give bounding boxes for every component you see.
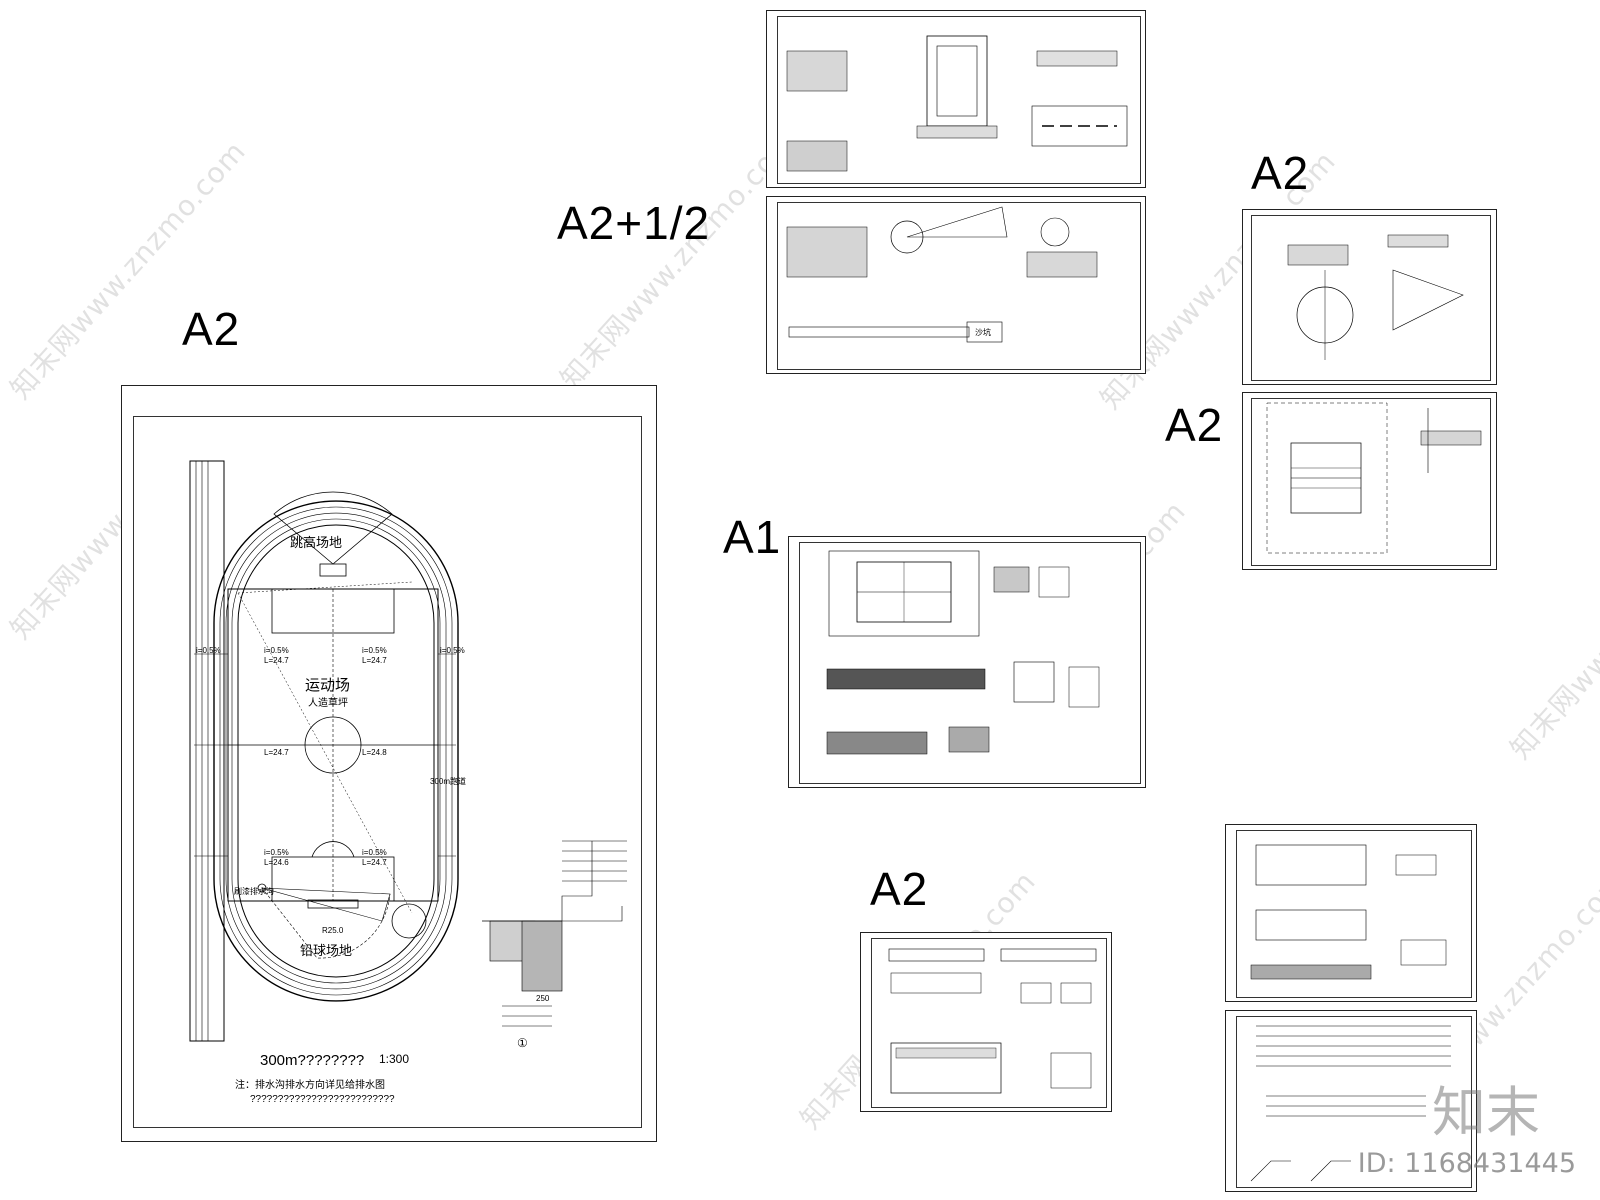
- detail-sheet: [1242, 392, 1497, 570]
- sheet-inner-frame: [1236, 830, 1472, 998]
- slope-label: i=0.5%: [264, 848, 289, 857]
- detail-sheet: [1225, 1010, 1477, 1192]
- sheet-size-label: A1: [723, 511, 782, 563]
- field-sublabel: 人造草坪: [308, 698, 348, 709]
- slope-label: i=0.5%: [264, 646, 289, 655]
- plan-title: 300m????????: [260, 1052, 365, 1069]
- radius-label: R25.0: [322, 926, 344, 935]
- sheet-size-label: A2: [870, 863, 929, 915]
- length-label: L=24.7: [264, 656, 289, 665]
- detail-sheet: [860, 932, 1112, 1112]
- high-jump-label: 跳高场地: [290, 535, 343, 550]
- detail-drawing: [786, 35, 1128, 172]
- length-label: L=24.7: [264, 748, 289, 757]
- watermark: 知末网www.znzmo.com: [3, 134, 253, 406]
- plan-note: 注：排水沟排水方向详见给排水图: [235, 1080, 385, 1091]
- sandpit-label: 沙坑: [975, 328, 991, 337]
- detail-drawing: [1266, 402, 1482, 554]
- sheet-inner-frame: [133, 416, 642, 1128]
- plan-scale: 1:300: [379, 1052, 410, 1066]
- sheet-inner-frame: [1251, 215, 1491, 381]
- watermark: 知末网www.znzmo.com: [1503, 494, 1600, 766]
- sheet-size-label: A2: [1251, 147, 1310, 199]
- detail-dimension: 250: [536, 994, 550, 1003]
- lane-label: 300m跑道: [430, 777, 467, 786]
- track-plan-sheet: 跳高场地 运动场 人造草坪 铅球场地 R25.0 300m跑道 刷漆排水沟 i=…: [121, 385, 657, 1142]
- slope-label: i=0.5%: [362, 646, 387, 655]
- shot-put-label: 铅球场地: [300, 943, 353, 958]
- brand-id: ID: 1168431445: [1357, 1148, 1576, 1179]
- sheet-inner-frame: [871, 938, 1107, 1108]
- detail-drawing: [1287, 234, 1464, 360]
- detail-sheet: [1242, 209, 1497, 385]
- detail-number: ①: [517, 1036, 528, 1050]
- sheet-size-label: A2: [1165, 399, 1224, 451]
- length-label: L=24.7: [362, 656, 387, 665]
- drain-label: 刷漆排水沟: [234, 887, 274, 896]
- sheet-size-label: A2+1/2: [557, 197, 711, 249]
- track-drawing: [189, 460, 627, 1042]
- detail-drawing: [888, 948, 1097, 1094]
- detail-drawing: [1250, 1025, 1451, 1182]
- brand-logo: 知末: [1432, 1081, 1540, 1144]
- detail-sheet: [788, 536, 1146, 788]
- detail-sheet: [766, 10, 1146, 188]
- length-label: L=24.6: [264, 858, 289, 867]
- sheet-inner-frame: [777, 202, 1141, 370]
- sheet-inner-frame: [1236, 1016, 1472, 1188]
- detail-drawing: [786, 206, 1098, 343]
- detail-sheet: 沙坑: [766, 196, 1146, 374]
- sheet-inner-frame: [799, 542, 1141, 784]
- length-label: L=24.8: [362, 748, 387, 757]
- slope-label: i=0.5%: [196, 646, 221, 655]
- detail-drawing: [826, 550, 1100, 755]
- detail-drawing: [1250, 844, 1447, 980]
- slope-label: i=0.5%: [362, 848, 387, 857]
- length-label: L=24.7: [362, 858, 387, 867]
- plan-note: ??????????????????????????: [250, 1094, 395, 1105]
- sheet-inner-frame: [777, 16, 1141, 184]
- sheet-inner-frame: [1251, 398, 1491, 566]
- field-label: 运动场: [305, 677, 351, 694]
- slope-label: i=0.5%: [440, 646, 465, 655]
- sheet-size-label: A2: [182, 303, 241, 355]
- detail-sheet: [1225, 824, 1477, 1002]
